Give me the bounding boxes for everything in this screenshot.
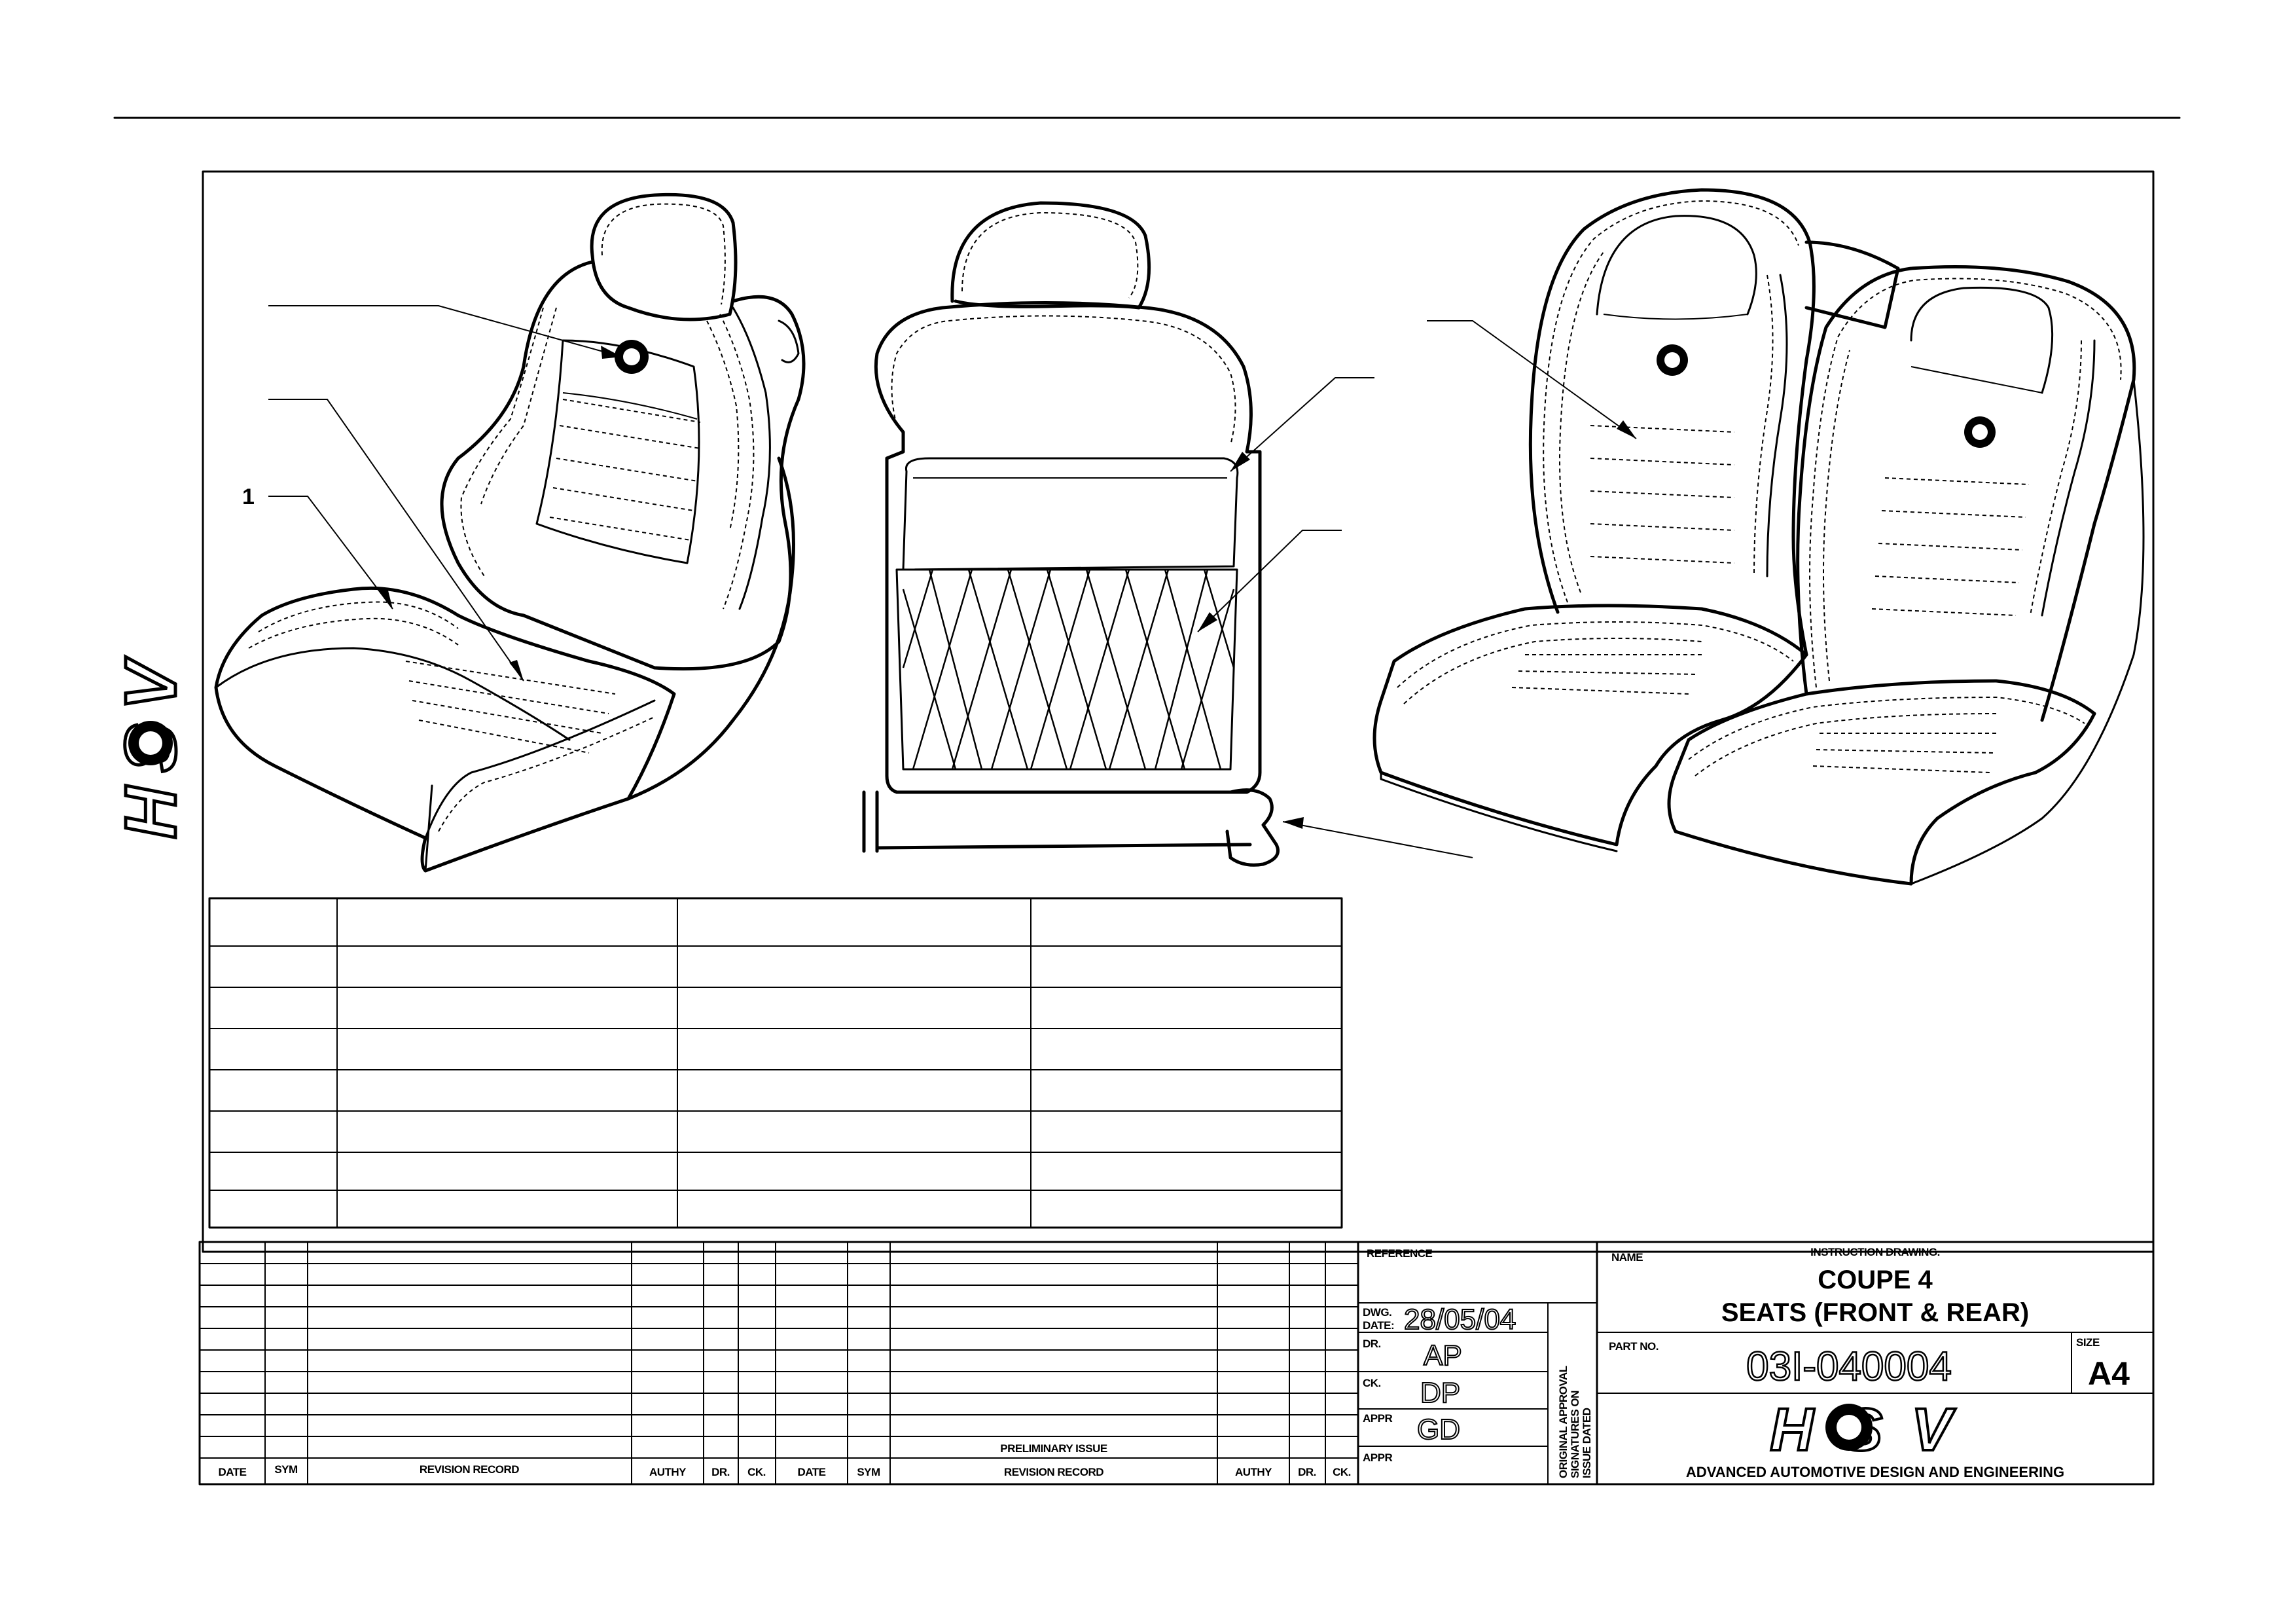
rev-dr-header-2: DR. <box>1298 1466 1316 1478</box>
drawing-frame <box>202 170 2155 1253</box>
rev-date-header: DATE <box>218 1466 246 1478</box>
approval-note-1: ORIGINAL APPROVAL <box>1557 1366 1570 1478</box>
rev-date-header-2: DATE <box>797 1466 825 1478</box>
side-hsv-logo: HSV <box>109 646 193 840</box>
rev-sym-header-2: SYM <box>857 1466 880 1478</box>
dr-value: AP <box>1424 1340 1462 1372</box>
seat-back-view-drawing <box>862 201 1473 867</box>
rev-dr-header: DR. <box>711 1466 730 1478</box>
dwg-date-label-2: DATE: <box>1363 1319 1394 1332</box>
hsv-logo-icon: HSV <box>1768 1395 1980 1465</box>
ck-label: CK. <box>1363 1377 1381 1389</box>
rev-preliminary: PRELIMINARY ISSUE <box>1000 1442 1107 1455</box>
drawing-title-line-2: SEATS (FRONT & REAR) <box>1721 1298 2029 1327</box>
parts-list-table <box>208 897 1343 1229</box>
rev-record-header: REVISION RECORD <box>420 1463 519 1476</box>
reference-label: REFERENCE <box>1367 1247 1433 1260</box>
dwg-date-value: 28/05/04 <box>1404 1304 1516 1336</box>
part-no-value: 03I-040004 <box>1746 1344 1952 1389</box>
rev-authy-header-2: AUTHY <box>1235 1466 1272 1478</box>
rev-record-header-2: REVISION RECORD <box>1004 1466 1103 1478</box>
callout-item-1: 1 <box>242 484 255 509</box>
rev-ck-header: CK. <box>747 1466 766 1478</box>
appr-label-2: APPR <box>1363 1451 1392 1464</box>
approval-note-2: SIGNATURES ON <box>1569 1391 1581 1478</box>
rear-seats-drawing <box>1372 188 2145 886</box>
size-label: SIZE <box>2076 1336 2100 1349</box>
rev-authy-header: AUTHY <box>649 1466 687 1478</box>
rev-ck-header-2: CK. <box>1333 1466 1351 1478</box>
brand-logo-text: HSV <box>1770 1396 1980 1463</box>
rev-sym-header: SYM <box>274 1463 298 1476</box>
instruction-label: INSTRUCTION DRAWING. <box>1810 1246 1940 1258</box>
size-value: A4 <box>2088 1355 2130 1392</box>
net-pocket-mesh <box>902 569 1235 770</box>
title-block: REFERENCE DWG. DATE: 28/05/04 DR. AP CK.… <box>1357 1241 2155 1486</box>
appr-value: GD <box>1417 1413 1460 1446</box>
appr-label: APPR <box>1363 1412 1392 1425</box>
company-name: ADVANCED AUTOMOTIVE DESIGN AND ENGINEERI… <box>1686 1464 2064 1480</box>
dr-label: DR. <box>1363 1338 1381 1350</box>
ck-value: DP <box>1420 1377 1460 1409</box>
part-no-label: PART NO. <box>1609 1340 1659 1353</box>
approval-note-3: ISSUE DATED <box>1581 1408 1593 1478</box>
drawing-title-line-1: COUPE 4 <box>1818 1266 1933 1294</box>
revision-record-block: DATE SYM REVISION RECORD AUTHY DR. CK. D… <box>198 1241 1359 1486</box>
name-label: NAME <box>1611 1251 1643 1264</box>
dwg-date-label-1: DWG. <box>1363 1306 1391 1319</box>
front-seat-drawing: 1 <box>214 192 806 873</box>
